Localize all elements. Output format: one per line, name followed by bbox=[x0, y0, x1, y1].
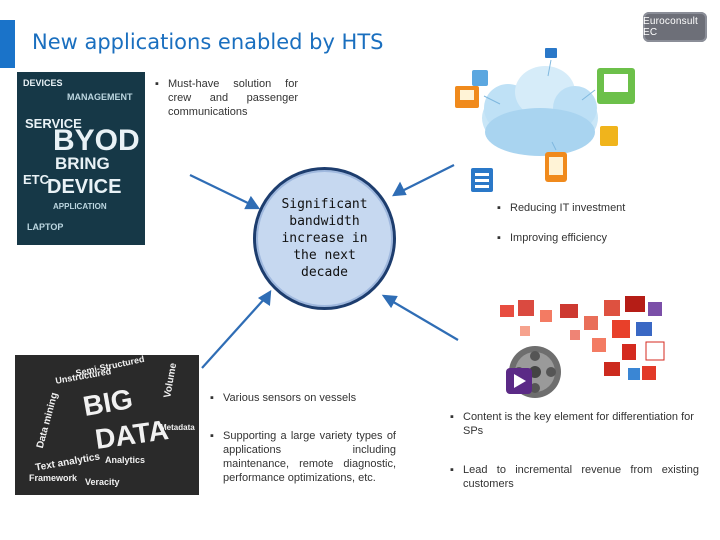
bigdata-word: Framework bbox=[29, 473, 78, 483]
byod-word: APPLICATION bbox=[53, 202, 107, 211]
slide-title: New applications enabled by HTS bbox=[32, 30, 384, 54]
byod-word: LAPTOP bbox=[27, 222, 64, 232]
byod-bullet-text: Must-have solution for crew and passenge… bbox=[168, 78, 298, 118]
title-accent-bar bbox=[0, 20, 15, 68]
byod-word: ETC bbox=[23, 172, 49, 187]
bigdata-word: Metadata bbox=[160, 423, 195, 432]
cloud-bullet-text: Improving efficiency bbox=[510, 232, 608, 244]
media-content-image bbox=[500, 296, 665, 398]
bullet-dot: ▪ bbox=[450, 411, 454, 423]
byod-word: DEVICES bbox=[23, 78, 63, 88]
content-bullet-text: Content is the key element for different… bbox=[463, 411, 694, 437]
bullet-dot: ▪ bbox=[497, 232, 501, 244]
content-bullet-2: ▪ Lead to incremental revenue from exist… bbox=[450, 463, 699, 491]
bullet-dot: ▪ bbox=[210, 430, 214, 442]
bigdata-bullet-2: ▪ Supporting a large variety types of ap… bbox=[210, 429, 396, 485]
byod-word: DEVICE bbox=[47, 176, 122, 198]
bigdata-word: DATA bbox=[93, 414, 171, 455]
euroconsult-logo: Euroconsult EC bbox=[643, 12, 707, 42]
byod-word-cloud-image: DEVICES MANAGEMENT SERVICE BYOD BRING ET… bbox=[17, 72, 145, 245]
bigdata-bullet-text: Supporting a large variety types of appl… bbox=[223, 430, 396, 484]
bigdata-word: Data mining bbox=[34, 391, 61, 450]
cloud-bullet-2: ▪ Improving efficiency bbox=[497, 231, 690, 245]
bullet-dot: ▪ bbox=[155, 78, 159, 90]
center-circle: Significant bandwidth increase in the ne… bbox=[253, 167, 396, 310]
byod-bullet: ▪ Must-have solution for crew and passen… bbox=[155, 77, 298, 119]
arrows bbox=[189, 164, 459, 369]
bullet-dot: ▪ bbox=[210, 392, 214, 404]
cloud-bullet-1: ▪ Reducing IT investment bbox=[497, 201, 690, 215]
byod-word: MANAGEMENT bbox=[67, 92, 133, 102]
big-data-word-cloud-image: Semi-Structured Unstructured Volume BIG … bbox=[15, 355, 199, 495]
byod-word: BRING bbox=[55, 154, 110, 173]
bigdata-bullet-1: ▪ Various sensors on vessels bbox=[210, 391, 403, 405]
bullet-dot: ▪ bbox=[450, 464, 454, 476]
byod-word: SERVICE bbox=[25, 116, 82, 131]
bigdata-word: Veracity bbox=[85, 477, 120, 487]
content-bullet-text: Lead to incremental revenue from existin… bbox=[463, 464, 699, 490]
content-bullet-1: ▪ Content is the key element for differe… bbox=[450, 410, 703, 438]
bigdata-word: Analytics bbox=[105, 455, 146, 465]
cloud-computing-image bbox=[455, 48, 635, 192]
byod-word: BYOD bbox=[53, 124, 140, 157]
center-text: Significant bandwidth increase in the ne… bbox=[281, 197, 368, 280]
bigdata-bullet-text: Various sensors on vessels bbox=[223, 392, 357, 404]
cloud-bullet-text: Reducing IT investment bbox=[510, 202, 626, 214]
bigdata-word: BIG bbox=[80, 382, 136, 423]
bigdata-word: Volume bbox=[162, 362, 180, 399]
bullet-dot: ▪ bbox=[497, 202, 501, 214]
bigdata-word: Text analytics bbox=[34, 451, 101, 474]
